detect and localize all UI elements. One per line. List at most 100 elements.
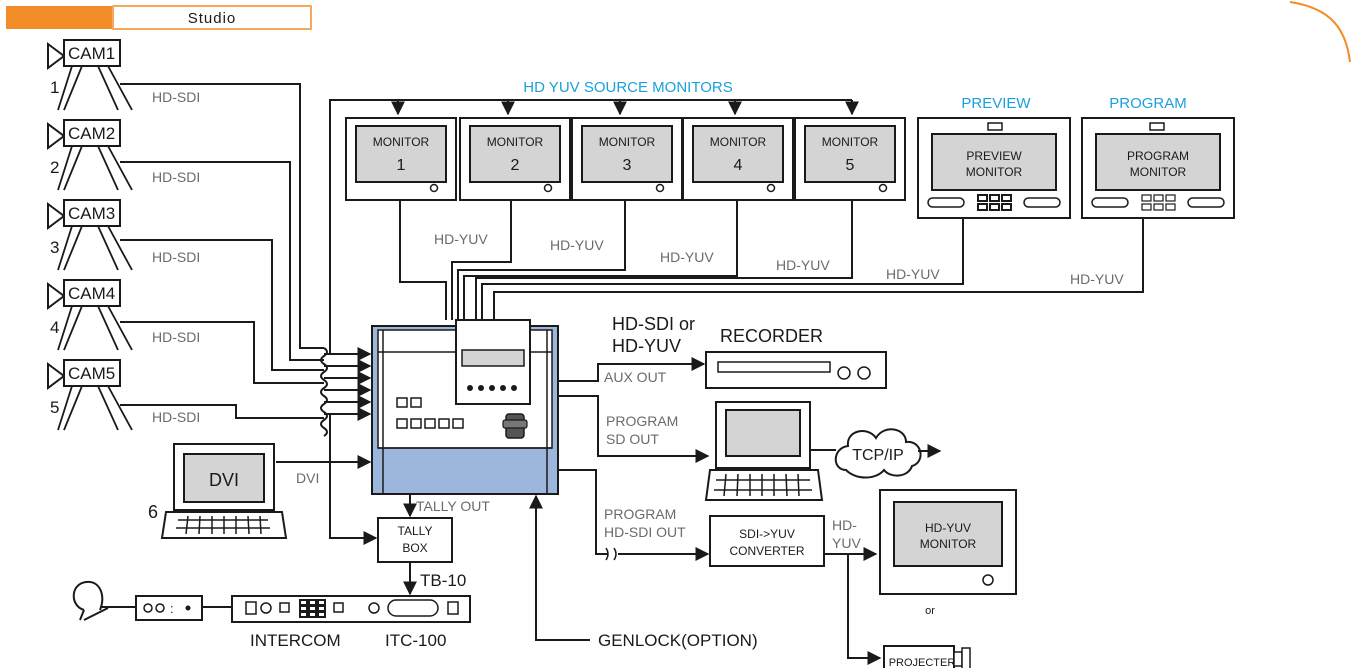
monitor-label: MONITOR [710, 135, 767, 149]
recorder-label: RECORDER [720, 326, 823, 346]
svg-text:HD-YUV: HD-YUV [925, 521, 971, 535]
svg-text:SD OUT: SD OUT [606, 431, 659, 447]
camera-number: 4 [50, 318, 59, 337]
svg-text:CONVERTER: CONVERTER [729, 544, 804, 558]
monitor-label: MONITOR [373, 135, 430, 149]
camera-link-label: HD-SDI [152, 329, 200, 345]
svg-text::: : [170, 601, 174, 616]
svg-text:MONITOR: MONITOR [966, 165, 1023, 179]
preview-monitor: PREVIEW PREVIEW MONITOR [917, 95, 1071, 219]
camera-number: 5 [50, 398, 59, 417]
monitor-feed-bus [329, 99, 859, 354]
svg-text:PROGRAM: PROGRAM [604, 506, 676, 522]
monitor-number: 4 [734, 157, 743, 174]
projector-icon [883, 645, 971, 668]
video-switcher [371, 319, 559, 495]
camera-lens-icon [47, 42, 66, 70]
tab-accent-block [6, 6, 112, 29]
headset-icon [72, 580, 109, 621]
intercom: : INTERCOM ITC-100 [72, 580, 471, 650]
camera-lens-icon [47, 122, 66, 150]
tripod-icon [57, 385, 133, 431]
camera-label: CAM4 [68, 284, 115, 303]
camera-link-label: HD-SDI [152, 409, 200, 425]
svg-text:PREVIEW: PREVIEW [966, 149, 1022, 163]
dvi-source-number: 6 [148, 502, 158, 522]
svg-text:TB-10: TB-10 [420, 571, 466, 590]
monitor-output-wires [399, 200, 1144, 320]
svg-text:TALLY: TALLY [398, 524, 433, 538]
svg-text:HD-YUV: HD-YUV [776, 257, 830, 273]
source-monitor-4: MONITOR 4 [682, 117, 794, 201]
camera-number: 2 [50, 158, 59, 177]
camera-label: CAM5 [68, 364, 115, 383]
camera-label: CAM3 [68, 204, 115, 223]
monitor-label: MONITOR [822, 135, 879, 149]
header-tab: Studio [6, 1, 1351, 63]
dvi-link-label: DVI [296, 470, 319, 486]
or-label: or [925, 605, 935, 617]
keyboard-icon [714, 473, 812, 497]
source-monitor-1: MONITOR 1 [345, 117, 457, 201]
cloud-icon [834, 428, 922, 479]
svg-text:HD-SDI or: HD-SDI or [612, 314, 695, 334]
svg-text:HD-YUV: HD-YUV [434, 231, 488, 247]
svg-text:HD-: HD- [832, 517, 857, 533]
svg-text:TALLY OUT: TALLY OUT [416, 498, 490, 514]
svg-text:GENLOCK(OPTION): GENLOCK(OPTION) [598, 631, 758, 650]
network-label: TCP/IP [852, 447, 904, 464]
tripod-icon [57, 305, 133, 351]
camera-lens-icon [47, 202, 66, 230]
tripod-icon [57, 225, 133, 271]
svg-text:SDI->YUV: SDI->YUV [739, 527, 795, 541]
svg-text:BOX: BOX [402, 541, 427, 555]
source-monitor-3: MONITOR 3 [571, 117, 683, 201]
camera-label: CAM2 [68, 124, 115, 143]
camera-lens-icon [47, 362, 66, 390]
svg-text:MONITOR: MONITOR [920, 537, 977, 551]
aux-out-label: AUX OUT [604, 369, 667, 385]
camera-number: 3 [50, 238, 59, 257]
camera-wires [120, 83, 372, 437]
svg-text:HD-YUV: HD-YUV [612, 336, 681, 356]
svg-text:HD-YUV: HD-YUV [660, 249, 714, 265]
svg-text:YUV: YUV [832, 535, 861, 551]
program-monitor: PROGRAM PROGRAM MONITOR [1081, 95, 1235, 219]
svg-text:HD-YUV: HD-YUV [1070, 271, 1124, 287]
monitor-number: 3 [623, 157, 632, 174]
monitor-number: 2 [511, 157, 520, 174]
program-title: PROGRAM [1109, 95, 1187, 112]
corner-accent-curve [1289, 1, 1351, 63]
tab-label: Studio [188, 10, 237, 27]
tripod-icon [57, 65, 133, 111]
program-hdsdi-chain: PROGRAM HD-SDI OUT SDI->YUV CONVERTER HD… [558, 469, 1017, 668]
program-sd-laptop: PROGRAM SD OUT TCP/IP [558, 395, 942, 501]
camera-number: 1 [50, 78, 59, 97]
svg-text:MONITOR: MONITOR [1130, 165, 1187, 179]
camera-link-label: HD-SDI [152, 169, 200, 185]
svg-text:HD-YUV: HD-YUV [550, 237, 604, 253]
source-monitors-title: HD YUV SOURCE MONITORS [523, 79, 732, 96]
preview-title: PREVIEW [961, 95, 1031, 112]
genlock: GENLOCK(OPTION) [529, 494, 758, 650]
svg-text:HD-SDI OUT: HD-SDI OUT [604, 524, 686, 540]
monitor-label: MONITOR [599, 135, 656, 149]
svg-text:ITC-100: ITC-100 [385, 631, 446, 650]
tab-label-box [112, 5, 312, 30]
dvi-laptop: DVI 6 DVI [148, 443, 372, 539]
monitor-label: MONITOR [487, 135, 544, 149]
camera-link-label: HD-SDI [152, 89, 200, 105]
camera-lens-icon [47, 282, 66, 310]
tripod-icon [57, 145, 133, 191]
svg-text:PROGRAM: PROGRAM [1127, 149, 1189, 163]
monitor-number: 1 [397, 157, 406, 174]
